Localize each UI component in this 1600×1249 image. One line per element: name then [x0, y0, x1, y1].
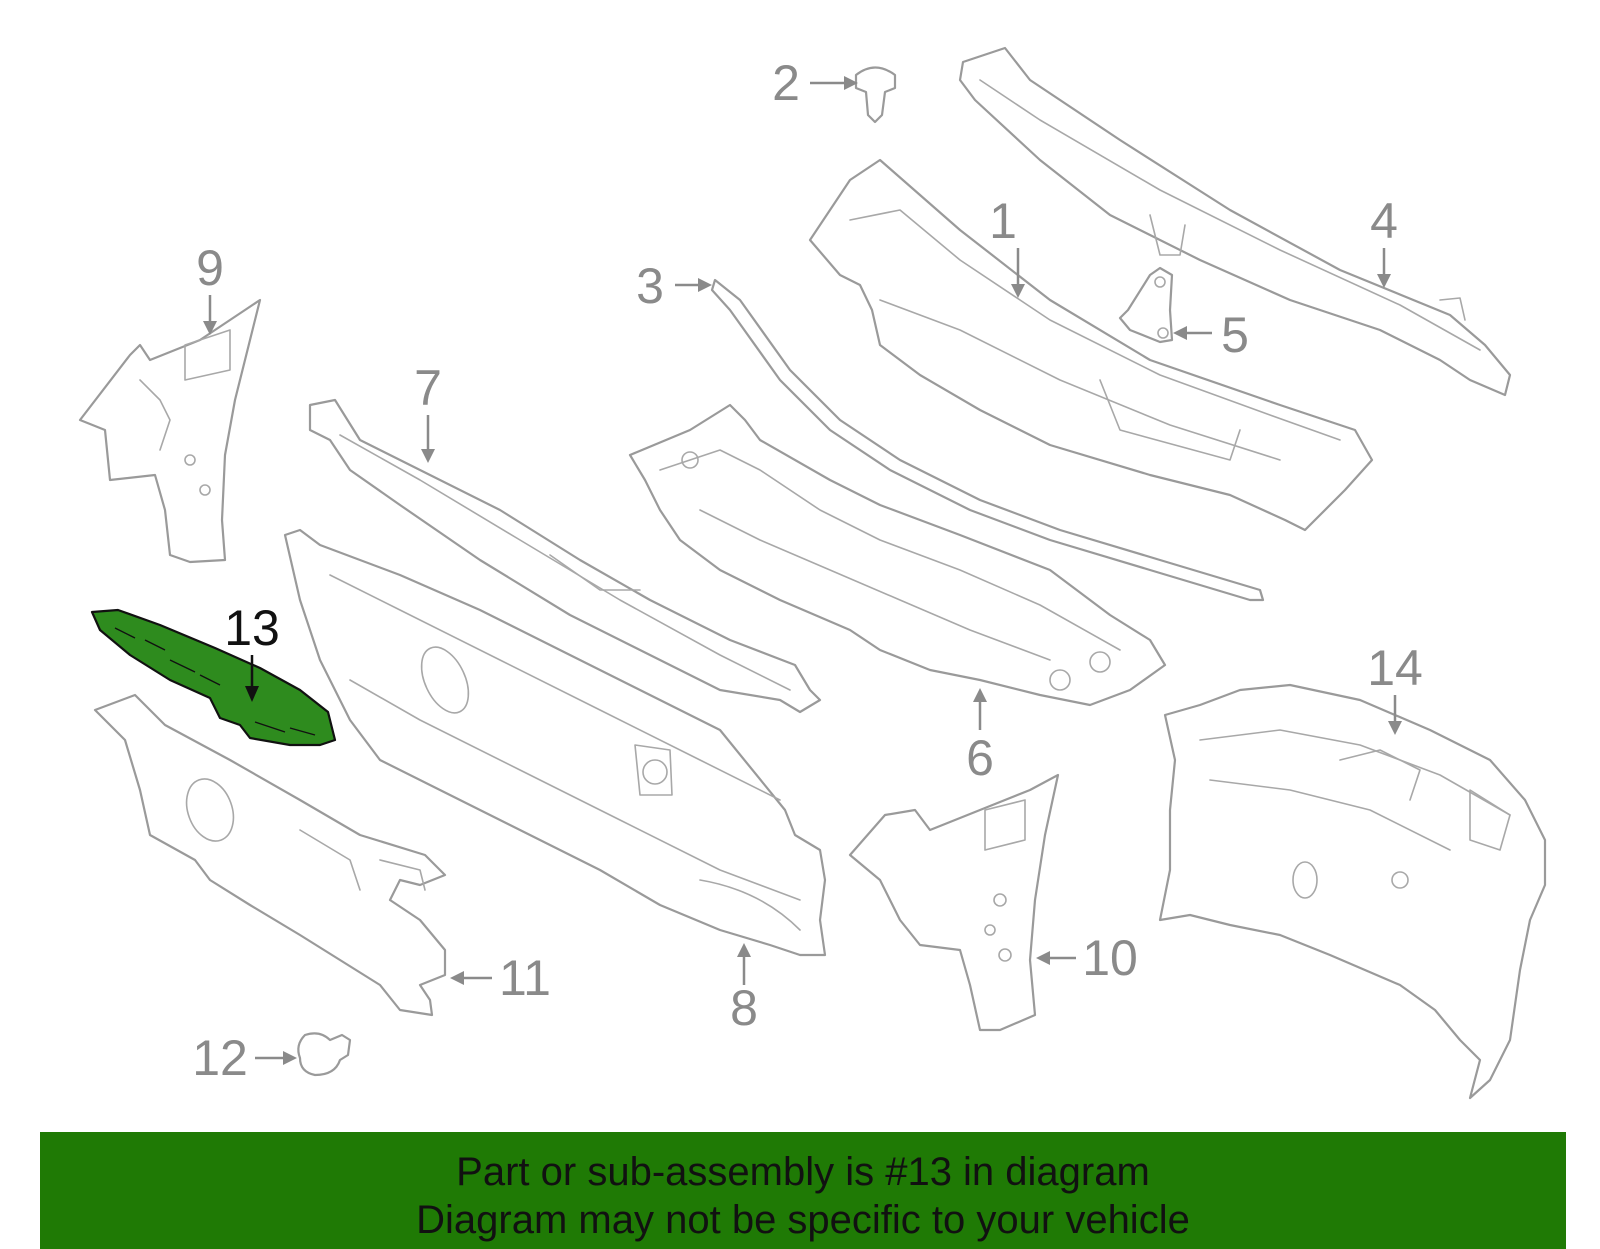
part-9-left-side-panel[interactable]	[78, 298, 262, 564]
part-11-lower-insulator[interactable]	[93, 693, 447, 1017]
callout-6: 6	[966, 688, 994, 786]
callout-3: 3	[636, 258, 712, 314]
part-10-right-side-panel[interactable]	[848, 773, 1060, 1032]
part-7-cross-member[interactable]	[308, 398, 822, 714]
part-info-banner: Part or sub-assembly is #13 in diagram D…	[40, 1132, 1566, 1249]
callout-label: 12	[192, 1030, 248, 1086]
part-1-cowl-panel[interactable]	[808, 158, 1374, 532]
callout-label: 8	[730, 980, 758, 1036]
part-2-clip[interactable]	[854, 66, 897, 124]
callout-2: 2	[772, 55, 858, 111]
callout-label: 1	[989, 193, 1017, 249]
part-13-insulator[interactable]	[90, 608, 337, 747]
callout-9: 9	[196, 240, 224, 335]
callout-label: 13	[224, 600, 280, 656]
part-14-dash-assembly[interactable]	[1158, 683, 1547, 1100]
callout-5: 5	[1173, 307, 1249, 363]
part-5-bracket[interactable]	[1118, 266, 1174, 344]
part-6-plenum[interactable]	[628, 403, 1167, 707]
callout-label: 3	[636, 258, 664, 314]
callout-13: 13	[224, 600, 280, 702]
part-4-cowl-bar[interactable]	[958, 46, 1512, 397]
callout-label: 4	[1370, 193, 1398, 249]
callout-14: 14	[1367, 640, 1423, 735]
part-8-dash-panel[interactable]	[283, 528, 827, 957]
callout-label: 2	[772, 55, 800, 111]
callout-12: 12	[192, 1030, 297, 1086]
callout-label: 10	[1082, 930, 1138, 986]
banner-line-part: Part or sub-assembly is #13 in diagram	[456, 1150, 1150, 1194]
banner-line-disclaimer: Diagram may not be specific to your vehi…	[416, 1198, 1190, 1242]
callout-1: 1	[989, 193, 1025, 298]
callout-8: 8	[730, 943, 758, 1036]
callout-label: 6	[966, 730, 994, 786]
callout-10: 10	[1036, 930, 1138, 986]
callout-label: 5	[1221, 307, 1249, 363]
callout-7: 7	[414, 360, 442, 463]
callout-label: 14	[1367, 640, 1423, 696]
part-12-push-clip[interactable]	[297, 1032, 352, 1077]
callout-label: 9	[196, 240, 224, 296]
callout-11: 11	[450, 950, 551, 1006]
callout-label: 7	[414, 360, 442, 416]
callout-4: 4	[1370, 193, 1398, 288]
callout-label: 11	[499, 950, 551, 1006]
part-3-seal[interactable]	[710, 278, 1265, 602]
parts-diagram: 1 2 3 4 5 6 7 8	[78, 46, 1547, 1100]
